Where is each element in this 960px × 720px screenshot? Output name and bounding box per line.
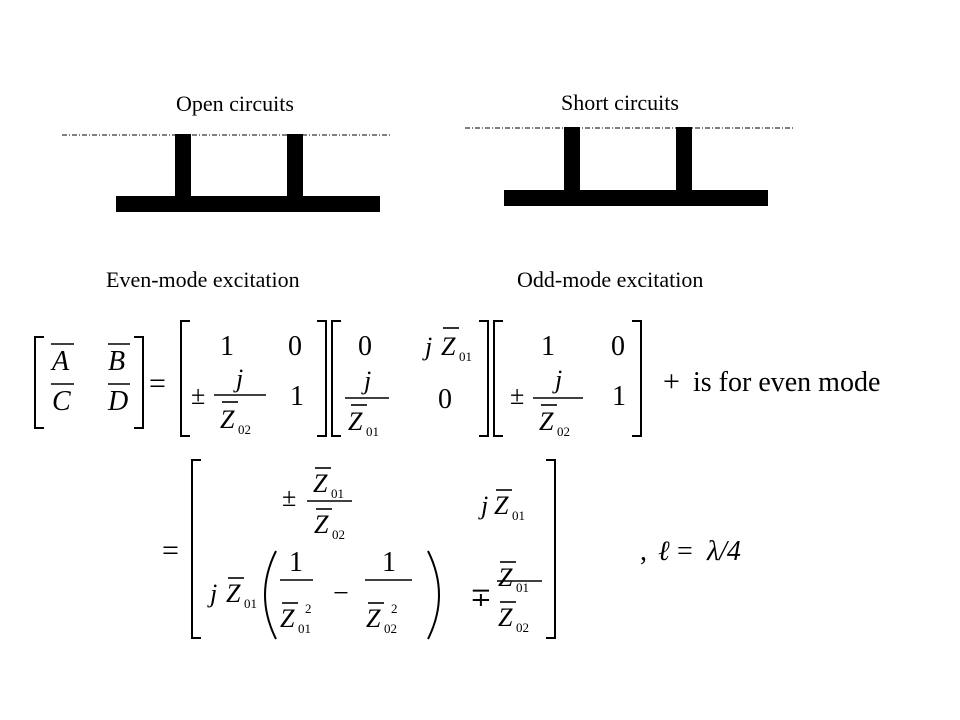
open-stub-right [287, 134, 303, 200]
equation-symbol: j [233, 364, 243, 393]
m3-bracket-right [632, 320, 642, 437]
equation-symbol: Z [498, 563, 513, 592]
result-bracket-left [191, 459, 201, 639]
equation-symbol: Z [494, 491, 509, 520]
equation-symbol: Z [348, 407, 363, 436]
equation-symbol: Z [226, 579, 241, 608]
equation-symbol: Z [498, 603, 513, 632]
equation-symbol: Z [313, 469, 328, 498]
equation-symbol: − [333, 578, 349, 609]
equals-sign: = [149, 367, 166, 400]
equation-symbol: 01 [298, 621, 311, 636]
lhs-bracket-left [34, 336, 44, 429]
lhs-bracket-right [134, 336, 144, 429]
equation-symbol: 02 [516, 620, 529, 635]
m1-bracket-left [180, 320, 190, 437]
equation-symbol: j [422, 332, 432, 361]
equation-symbol: 1 [541, 331, 555, 362]
equation-symbol: λ/4 [706, 536, 741, 567]
lhs-D: D [107, 386, 128, 417]
equation-symbol: 1 [290, 381, 304, 412]
open-circuits-label: Open circuits [176, 91, 294, 116]
short-circuits-label: Short circuits [561, 90, 679, 115]
equation-symbol: 0 [438, 384, 452, 415]
even-mode-caption: Even-mode excitation [106, 267, 300, 292]
open-stub-left [175, 134, 191, 200]
short-main-line [504, 190, 768, 206]
equation-symbol: Z [441, 332, 456, 361]
plus-sign: + [663, 365, 680, 398]
paren-right [427, 550, 440, 640]
equation-symbol: j [207, 579, 217, 608]
m2-bracket-right [479, 320, 489, 437]
equation-symbol: ± [191, 381, 205, 410]
m3-bracket-left [493, 320, 503, 437]
equation-symbol: j [552, 365, 562, 394]
odd-mode-caption: Odd-mode excitation [517, 267, 704, 292]
equation-symbol: = [162, 534, 179, 567]
equation-symbol: 0 [358, 331, 372, 362]
equation-symbol: 02 [384, 621, 397, 636]
equation-symbol: 01 [244, 596, 257, 611]
open-main-line [116, 196, 380, 212]
equation-symbol: = [677, 536, 693, 567]
result-bracket-right [546, 459, 556, 639]
short-stub-left [564, 127, 580, 193]
equation-symbol: 1 [382, 547, 396, 578]
equation-symbol: j [361, 366, 371, 395]
equation-symbol: 02 [557, 424, 570, 439]
equation-symbol: ∓ [470, 583, 492, 612]
lhs-B: B [108, 346, 125, 377]
equation-symbol: ± [510, 381, 524, 410]
equation-symbol: 01 [459, 349, 472, 364]
equation-symbol: 1 [220, 331, 234, 362]
even-mode-note: is for even mode [693, 367, 880, 398]
equation-symbol: , [640, 536, 647, 567]
equation-symbol: 01 [512, 508, 525, 523]
stub-diagrams [62, 127, 793, 212]
m2-bracket-left [331, 320, 341, 437]
equation-symbol: j [478, 491, 488, 520]
m1-bracket-right [317, 320, 327, 437]
paren-left [264, 550, 277, 640]
equation-symbol: 1 [289, 547, 303, 578]
equation-symbol: 02 [332, 527, 345, 542]
equation-symbol: 02 [238, 422, 251, 437]
equation-symbol: 1 [612, 381, 626, 412]
equation-symbol: Z [280, 604, 295, 633]
equation-symbol: Z [366, 604, 381, 633]
equation-symbol: 2 [305, 601, 312, 616]
equation-symbol: ± [282, 483, 296, 512]
equation-symbol: Z [314, 510, 329, 539]
lhs-C: C [52, 386, 71, 417]
lhs-A: A [50, 346, 70, 377]
equation-symbol: 2 [391, 601, 398, 616]
equation-symbol: 0 [288, 331, 302, 362]
equation-symbol: Z [220, 405, 235, 434]
equation-symbol: 01 [366, 424, 379, 439]
equation-symbol: Z [539, 407, 554, 436]
short-stub-right [676, 127, 692, 193]
equation-symbol: 0 [611, 331, 625, 362]
equation-symbol: 01 [516, 580, 529, 595]
equation-symbol: 01 [331, 486, 344, 501]
equation-symbol: ℓ [658, 536, 670, 567]
